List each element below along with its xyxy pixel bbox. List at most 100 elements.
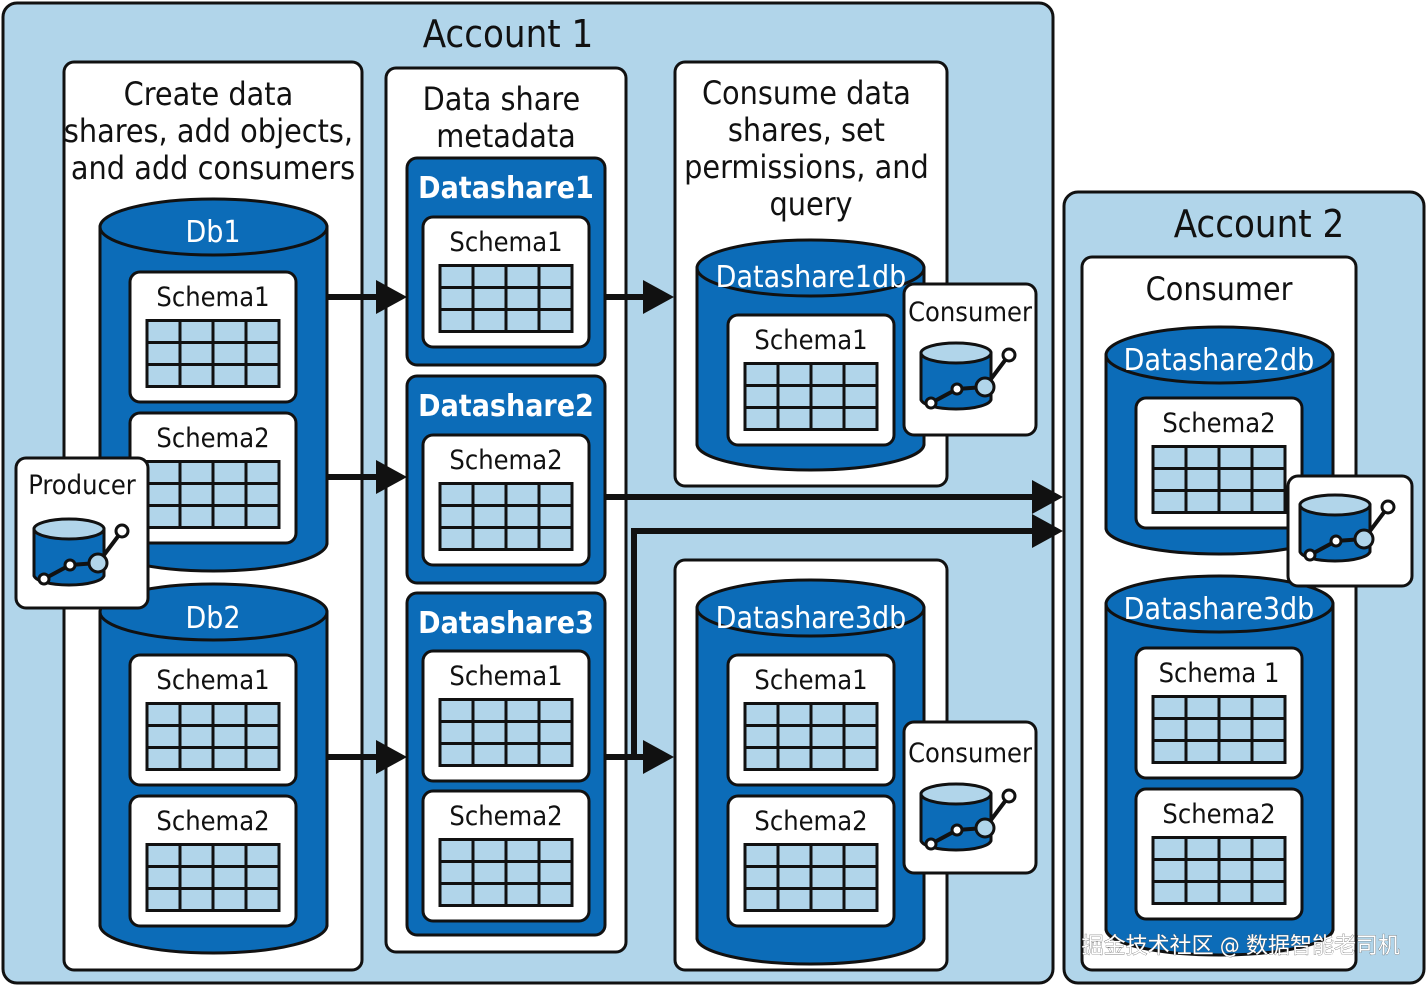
table-cell bbox=[746, 387, 777, 406]
table-cell bbox=[181, 485, 212, 504]
trend-node bbox=[950, 382, 964, 396]
table-cell bbox=[214, 846, 245, 865]
table-cell bbox=[247, 705, 278, 724]
datashare2-schema2-label: Schema2 bbox=[449, 445, 562, 476]
datashare2db-cylinder-top bbox=[1104, 325, 1335, 385]
table-grid-icon bbox=[438, 698, 574, 767]
metadata-panel-title-line-2: metadata bbox=[436, 117, 576, 155]
datashare2-schema2-card: Schema2 bbox=[421, 433, 591, 567]
table-cell bbox=[845, 409, 876, 428]
table-cell bbox=[214, 749, 245, 768]
table-cell bbox=[441, 863, 472, 882]
table-cell bbox=[247, 322, 278, 341]
table-cell bbox=[148, 727, 179, 746]
arrow-heads bbox=[376, 280, 1063, 774]
table-cell bbox=[746, 727, 777, 746]
db2-schema2-label: Schema2 bbox=[156, 806, 269, 837]
table-cell bbox=[247, 727, 278, 746]
trend-node bbox=[1329, 534, 1343, 548]
datashare1-label: Datashare1 bbox=[418, 171, 594, 206]
table-cell bbox=[1253, 839, 1284, 858]
table-cell bbox=[474, 841, 505, 860]
datashare3db-schema1-label: Schema1 bbox=[754, 665, 867, 696]
table-cell bbox=[507, 267, 538, 286]
table-cell bbox=[746, 409, 777, 428]
table-cell bbox=[1220, 470, 1251, 489]
table-grid-icon bbox=[145, 319, 281, 388]
table-cell bbox=[1253, 448, 1284, 467]
table-cell bbox=[779, 890, 810, 909]
table-cell bbox=[1187, 839, 1218, 858]
create-panel-title-line-1: Create data bbox=[124, 75, 294, 113]
table-cell bbox=[181, 507, 212, 526]
table-cell bbox=[214, 322, 245, 341]
table-cell bbox=[474, 745, 505, 764]
table-cell bbox=[148, 846, 179, 865]
table-cell bbox=[148, 705, 179, 724]
table-cell bbox=[441, 885, 472, 904]
table-cell bbox=[181, 705, 212, 724]
table-cell bbox=[1154, 698, 1185, 717]
account2-title: Account 2 bbox=[1174, 202, 1345, 246]
trend-node bbox=[114, 523, 130, 539]
table-cell bbox=[247, 846, 278, 865]
trend-line bbox=[930, 353, 1011, 405]
table-cell bbox=[441, 267, 472, 286]
table-cell bbox=[181, 344, 212, 363]
table-cell bbox=[474, 289, 505, 308]
trend-line bbox=[1309, 505, 1390, 557]
table-cell bbox=[474, 267, 505, 286]
table-cell bbox=[214, 868, 245, 887]
table-cell bbox=[247, 366, 278, 385]
trend-node bbox=[950, 823, 964, 837]
database-analytics-icon bbox=[919, 782, 1017, 852]
table-cell bbox=[507, 289, 538, 308]
table-cell bbox=[1220, 448, 1251, 467]
db1-schema1-card: Schema1 bbox=[128, 270, 298, 404]
db2-schema2-card: Schema2 bbox=[128, 794, 298, 928]
producer-label: Producer bbox=[28, 470, 136, 501]
table-cell bbox=[181, 890, 212, 909]
table-cell bbox=[1187, 492, 1218, 511]
table-cell bbox=[214, 890, 245, 909]
table-cell bbox=[540, 267, 571, 286]
table-cell bbox=[507, 885, 538, 904]
table-cell bbox=[214, 485, 245, 504]
table-cell bbox=[1253, 742, 1284, 761]
consumer-badge-2-label: Consumer bbox=[908, 738, 1032, 769]
table-cell bbox=[148, 749, 179, 768]
datashare2-label: Datashare2 bbox=[418, 389, 594, 424]
table-cell bbox=[812, 868, 843, 887]
db2-schema1-label: Schema1 bbox=[156, 665, 269, 696]
table-grid-icon bbox=[743, 702, 879, 771]
table-grid-icon bbox=[1151, 695, 1287, 764]
table-cell bbox=[1253, 470, 1284, 489]
db-icon-top bbox=[1298, 493, 1372, 517]
arrow-right-icon bbox=[643, 740, 674, 774]
table-cell bbox=[746, 868, 777, 887]
trend-node bbox=[1001, 788, 1017, 804]
table-cell bbox=[779, 409, 810, 428]
table-cell bbox=[540, 485, 571, 504]
table-cell bbox=[181, 727, 212, 746]
table-cell bbox=[507, 529, 538, 548]
table-grid-icon bbox=[145, 702, 281, 771]
create-panel-title-line-2: shares, add objects, bbox=[64, 112, 353, 150]
table-cell bbox=[845, 846, 876, 865]
arrow-right-icon bbox=[376, 280, 407, 314]
table-cell bbox=[845, 749, 876, 768]
consumer-badge-1-label: Consumer bbox=[908, 297, 1032, 328]
table-cell bbox=[214, 366, 245, 385]
table-grid-icon bbox=[1151, 836, 1287, 905]
table-cell bbox=[148, 322, 179, 341]
trend-node bbox=[974, 376, 996, 398]
db1-schema2-label: Schema2 bbox=[156, 423, 269, 454]
table-cell bbox=[746, 705, 777, 724]
table-cell bbox=[247, 344, 278, 363]
datashare3db-schema2-card: Schema2 bbox=[726, 794, 896, 928]
consumer-badge-1: Consumer bbox=[902, 282, 1038, 437]
table-grid-icon bbox=[438, 264, 574, 333]
account1-title: Account 1 bbox=[423, 12, 594, 56]
table-cell bbox=[1154, 720, 1185, 739]
consume-panel-title-line-1: Consume data bbox=[702, 74, 911, 112]
